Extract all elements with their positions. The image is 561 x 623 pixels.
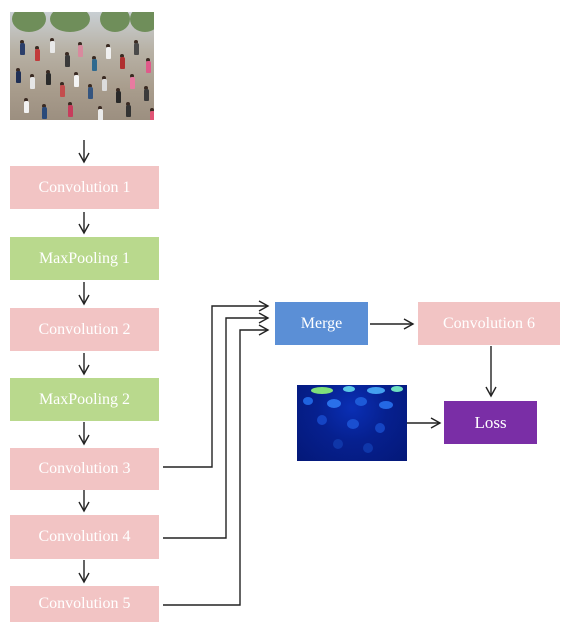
maxpooling-2-block: MaxPooling 2 bbox=[10, 378, 159, 421]
density-map bbox=[297, 385, 407, 461]
convolution-2-block: Convolution 2 bbox=[10, 308, 159, 351]
convolution-1-block: Convolution 1 bbox=[10, 166, 159, 209]
arrow-conv4-merge bbox=[163, 312, 270, 539]
arrow-conv3-merge bbox=[163, 300, 270, 468]
loss-block: Loss bbox=[444, 401, 537, 444]
convolution-5-block: Convolution 5 bbox=[10, 586, 159, 622]
convolution-6-block: Convolution 6 bbox=[418, 302, 560, 345]
crowd-photo bbox=[10, 12, 154, 120]
merge-block: Merge bbox=[275, 302, 368, 345]
arrow-conv5-merge bbox=[163, 324, 270, 606]
convolution-4-block: Convolution 4 bbox=[10, 515, 159, 559]
maxpooling-1-block: MaxPooling 1 bbox=[10, 237, 159, 280]
convolution-3-block: Convolution 3 bbox=[10, 448, 159, 490]
